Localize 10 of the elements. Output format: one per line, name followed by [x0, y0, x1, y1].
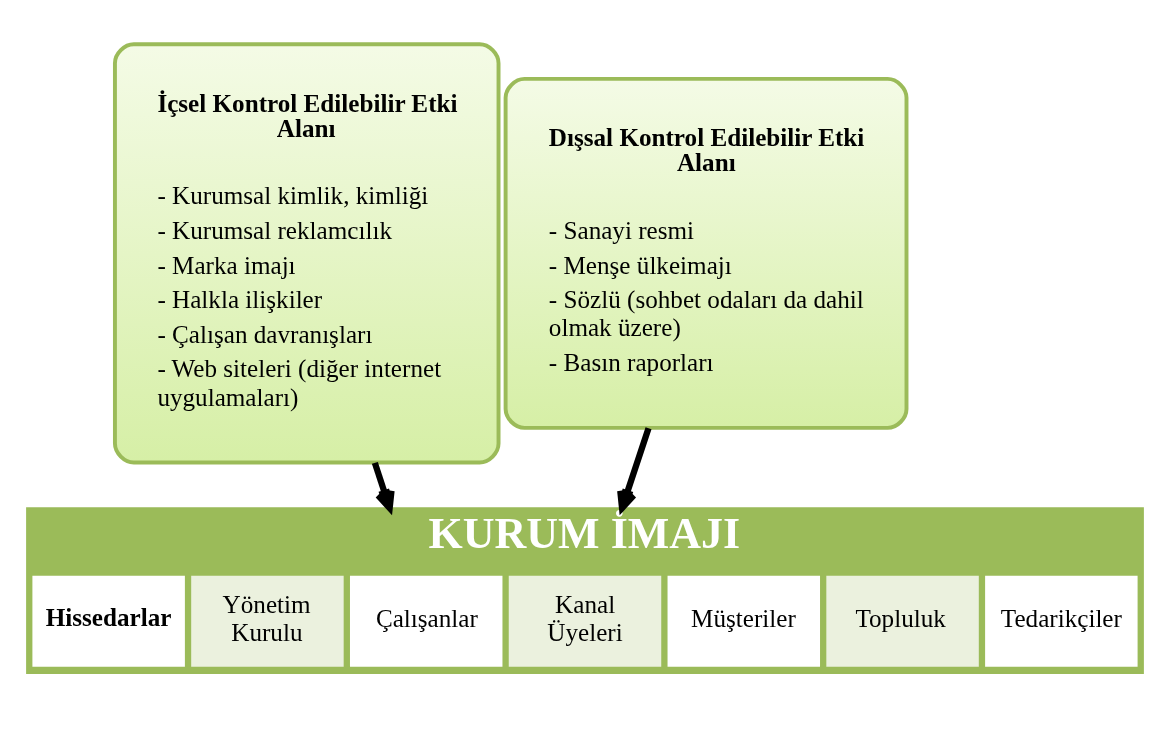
arrow — [371, 461, 395, 512]
node-box: Çalışanlar — [349, 575, 503, 667]
node-box: İçsel Kontrol Edilebilir Etki Alanı - Kurumsal kimlik, kimliği - Kurumsal reklamcılık - Marka imajı - Halkla ilişkiler - Çalışan davranışları - Web siteleri (diğer internet uygulamaları) — [112, 42, 501, 465]
node-box: Hissedarlar — [32, 575, 185, 667]
node-box: Tedarikçiler — [985, 575, 1138, 667]
node-box: Kanal Üyeleri — [508, 575, 662, 667]
node-box: Yönetim Kurulu — [191, 575, 344, 667]
node-box: Topluluk — [826, 575, 979, 667]
node-box: Müşteriler — [667, 575, 821, 667]
node-box: Dışsal Kontrol Edilebilir Etki Alanı - Sanayi resmi - Menşe ülkeimajı - Sözlü (sohbet odaları da dahil olmak üzere) - Basın raporları — [503, 76, 909, 430]
